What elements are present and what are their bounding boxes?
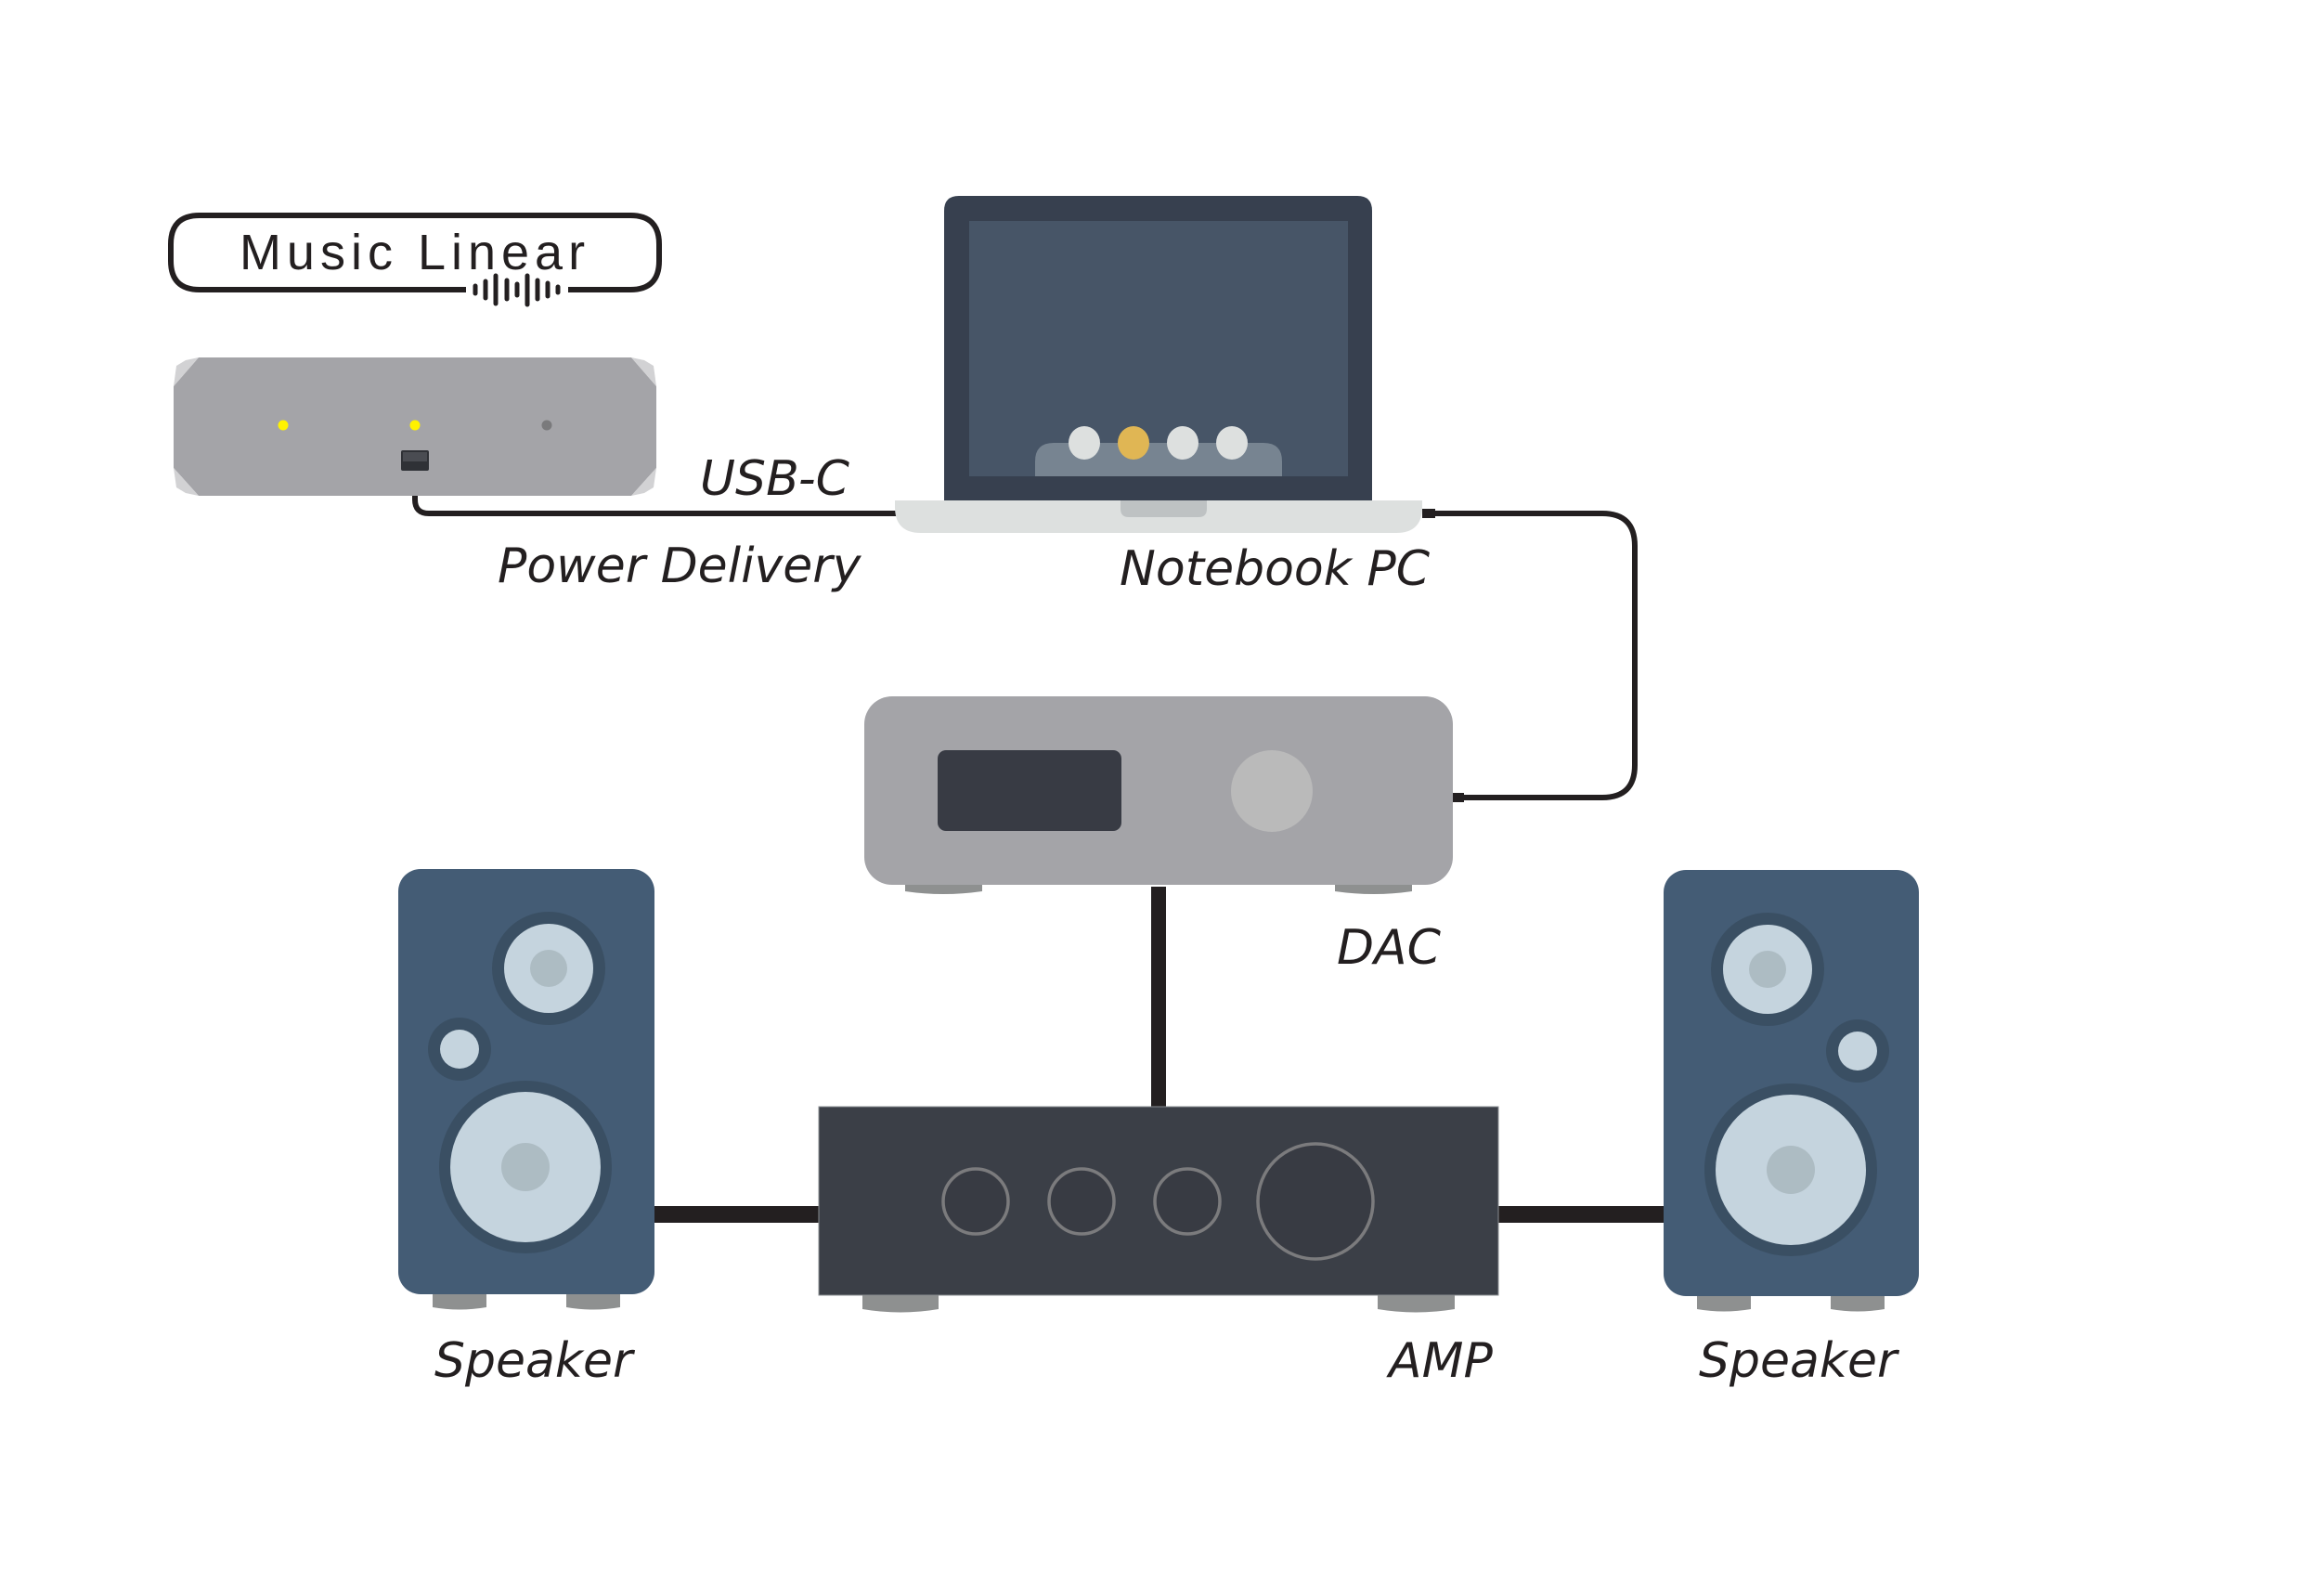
speaker-left-port <box>428 1018 491 1081</box>
amp-foot-left <box>862 1293 939 1313</box>
dac-volume-knob[interactable] <box>1231 750 1313 832</box>
laptop-hinge-notch <box>1121 500 1207 517</box>
dock-icon-1[interactable] <box>1069 426 1100 460</box>
amp-knob-2[interactable] <box>1047 1167 1116 1236</box>
speaker-right-tweeter <box>1711 913 1824 1026</box>
dock-icon-2-active[interactable] <box>1118 426 1149 460</box>
speaker-left-label: Speaker <box>434 1333 636 1389</box>
speaker-left-foot-1 <box>433 1292 486 1310</box>
speaker-right-foot-2 <box>1831 1294 1885 1312</box>
notebook-pc-label: Notebook PC <box>1120 541 1431 597</box>
notebook-pc[interactable] <box>895 196 1435 533</box>
psu-corner-tl <box>174 357 199 386</box>
amp-knob-1[interactable] <box>941 1167 1010 1236</box>
psu-corner-bl <box>174 468 199 496</box>
speaker-left-woofer <box>439 1081 612 1253</box>
psu-corner-br <box>631 468 656 496</box>
speaker-right[interactable] <box>1664 870 1919 1312</box>
logo-text: Music Linear <box>240 225 590 280</box>
psu-led-2 <box>409 420 421 431</box>
dac-usb-port[interactable] <box>1453 793 1464 802</box>
dac-body <box>864 696 1453 885</box>
logo-frame <box>168 213 662 292</box>
amp-foot-right <box>1378 1293 1455 1313</box>
left-speaker-cable <box>650 1206 822 1223</box>
speaker-left-tweeter <box>492 912 605 1025</box>
dac-display <box>938 750 1121 831</box>
amp-label: AMP <box>1386 1333 1493 1389</box>
power-delivery-label: Power Delivery <box>498 538 862 594</box>
amp-unit[interactable] <box>818 1106 1499 1313</box>
usb-c-port[interactable] <box>401 450 429 471</box>
dac-foot-right <box>1335 882 1412 894</box>
speaker-left-foot-2 <box>566 1292 620 1310</box>
right-speaker-cable <box>1495 1206 1667 1223</box>
usb-c-label: USB-C <box>700 451 850 507</box>
dac-foot-left <box>905 882 982 894</box>
laptop-usb-port[interactable] <box>1422 509 1435 518</box>
psu-led-1 <box>278 420 289 431</box>
laptop-screen <box>969 221 1348 476</box>
psu-led-3 <box>541 420 552 431</box>
sound-wave-icon <box>473 273 561 307</box>
speaker-right-port <box>1826 1019 1889 1083</box>
power-supply-unit[interactable] <box>174 357 656 496</box>
dock-icon-4[interactable] <box>1216 426 1248 460</box>
speaker-right-foot-1 <box>1697 1294 1751 1312</box>
dac-to-amp-cable <box>1151 887 1166 1109</box>
amp-knob-3[interactable] <box>1153 1167 1222 1236</box>
dock-icon-3[interactable] <box>1167 426 1198 460</box>
dac-unit[interactable] <box>864 696 1464 894</box>
usb-c-power-cable <box>412 470 910 516</box>
dac-label: DAC <box>1337 920 1442 976</box>
usb-data-cable <box>1430 511 1638 800</box>
speaker-left[interactable] <box>398 869 654 1310</box>
speaker-right-woofer <box>1704 1083 1877 1256</box>
music-linear-logo: Music Linear <box>168 213 662 307</box>
speaker-right-label: Speaker <box>1699 1333 1900 1389</box>
psu-corner-tr <box>631 357 656 386</box>
amp-volume-knob[interactable] <box>1256 1142 1375 1261</box>
